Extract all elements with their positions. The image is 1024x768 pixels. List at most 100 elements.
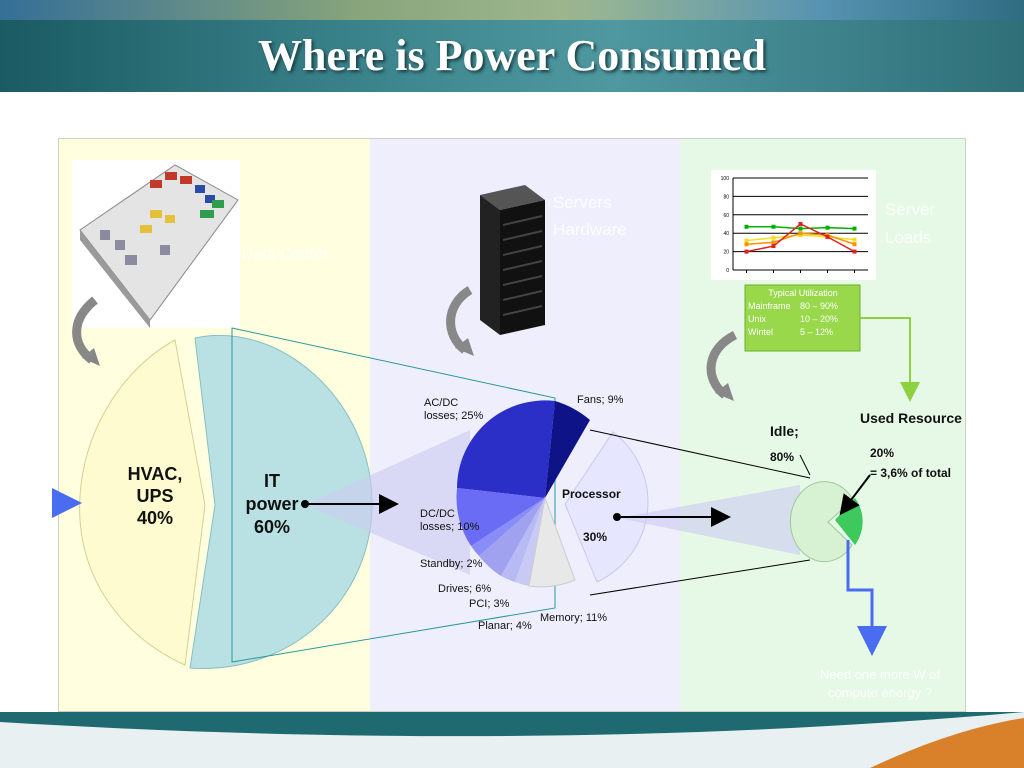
data-center-label: Data Center <box>242 246 329 263</box>
utilization-row: Unix 10 – 20% <box>748 313 858 326</box>
projection-lines <box>231 327 556 663</box>
acdc-line2: losses; 25% <box>424 410 484 422</box>
chart-point <box>771 235 776 240</box>
proc-line-top <box>589 429 811 479</box>
footer-question: Need one more W of compute energy ? <box>800 666 960 702</box>
util-row-name: Mainframe <box>748 301 791 311</box>
utilization-title: Typical Utilization <box>768 288 838 298</box>
loads-label-1: Server <box>885 200 936 219</box>
idle-slice <box>789 481 854 563</box>
hvac-line1: HVAC, <box>127 464 183 484</box>
used-pointer <box>839 474 871 516</box>
fans-slice <box>545 401 590 498</box>
processor-slice <box>564 431 649 583</box>
it-line1: IT <box>264 471 280 491</box>
slide-title: Where is Power Consumed <box>257 31 767 80</box>
hvac-line2: UPS <box>136 486 174 506</box>
memory-label: Memory; 11% <box>540 612 608 624</box>
hvac-label: HVAC, UPS 40% <box>120 463 190 529</box>
chart-point <box>744 249 749 254</box>
util-row-name: Unix <box>748 314 767 324</box>
utilization-row: Wintel 5 – 12% <box>748 326 858 339</box>
hvac-value: 40% <box>136 508 174 528</box>
chart-ytick-label: 100 <box>721 176 730 182</box>
loads-label-2: Loads <box>885 228 932 247</box>
chart-point <box>825 225 830 230</box>
hvac-ups-slice <box>79 339 206 666</box>
idle-label: Idle; <box>770 423 799 439</box>
chart-background <box>711 170 876 280</box>
proc-line-bottom <box>589 559 811 596</box>
planar-slice <box>515 498 545 586</box>
utilization-row: Mainframe 80 – 90% <box>748 300 858 313</box>
chart-point <box>852 237 857 242</box>
dcdc-line1: DC/DC <box>420 508 455 520</box>
curved-arrow-3 <box>706 330 738 399</box>
chart-point <box>798 231 803 236</box>
util-row-range: 80 – 90% <box>800 301 839 311</box>
processor-cone <box>618 485 800 555</box>
chart-ytick-label: 40 <box>723 231 729 237</box>
chart-ytick-label: 0 <box>726 268 729 274</box>
drives-slice <box>479 498 545 576</box>
used-value: 20% <box>870 446 895 460</box>
chart-point <box>852 249 857 254</box>
used-resource-label: Used Resource <box>860 410 962 426</box>
used-note: = 3,6% of total <box>870 466 952 480</box>
chart-ytick-label: 20 <box>723 250 729 256</box>
util-row-range: 5 – 12% <box>800 327 834 337</box>
servers-label-2: Hardware <box>553 220 627 239</box>
idle-leader <box>799 454 811 476</box>
server-loads-chart: 0 20 40 60 80 100 <box>711 170 876 280</box>
it-value: 60% <box>253 517 291 537</box>
processor-label: Processor <box>562 487 621 501</box>
utilization-box <box>744 284 861 352</box>
fans-label: Fans; 9% <box>577 394 624 406</box>
it-line2: power <box>245 494 299 514</box>
it-label: IT power 60% <box>240 470 304 539</box>
acdc-slice <box>457 400 555 498</box>
chart-point <box>852 226 857 231</box>
data-center-image <box>72 160 240 328</box>
chart-point <box>798 226 803 231</box>
standby-label: Standby; 2% <box>420 558 483 570</box>
slide-header: Where is Power Consumed <box>0 0 1024 92</box>
chart-point <box>771 244 776 249</box>
output-arrow <box>846 540 887 656</box>
header-decoration <box>0 0 1024 20</box>
chart-ytick-label: 60 <box>723 213 729 219</box>
diagram-frame <box>58 138 966 712</box>
acdc-line1: AC/DC <box>424 397 459 409</box>
processor-value: 30% <box>583 530 608 544</box>
chart-point <box>744 238 749 243</box>
util-row-name: Wintel <box>748 327 774 337</box>
utilization-table: Typical Utilization Mainframe 80 – 90% Un… <box>748 287 858 339</box>
dcdc-slice <box>456 488 545 546</box>
memory-slice <box>528 496 576 588</box>
pci-slice <box>501 498 545 582</box>
chart-point <box>744 242 749 247</box>
chart-point <box>771 240 776 245</box>
it-dot <box>301 500 309 508</box>
drives-label: Drives; 6% <box>438 583 492 595</box>
dcdc-label: DC/DC losses; 10% <box>420 508 479 534</box>
standby-slice <box>471 498 545 556</box>
idle-value: 80% <box>770 450 795 464</box>
util-row-range: 10 – 20% <box>800 314 839 324</box>
footer-question-line2: compute energy ? <box>827 685 933 700</box>
footer-question-line1: Need one more W of <box>820 667 940 682</box>
chart-point <box>798 222 803 226</box>
pci-label: PCI; 3% <box>469 598 510 610</box>
processor-dot <box>613 513 621 521</box>
chart-point <box>825 234 830 239</box>
chart-ytick-label: 80 <box>723 194 729 200</box>
dcdc-line2: losses; 10% <box>420 521 480 533</box>
chart-point <box>744 224 749 229</box>
server-power-pie <box>456 400 649 588</box>
chart-point <box>852 242 857 247</box>
servers-label-1: Servers <box>553 193 612 212</box>
planar-label: Planar; 4% <box>478 620 532 632</box>
utilization-arrow <box>860 317 920 402</box>
server-rack-icon <box>480 185 545 335</box>
